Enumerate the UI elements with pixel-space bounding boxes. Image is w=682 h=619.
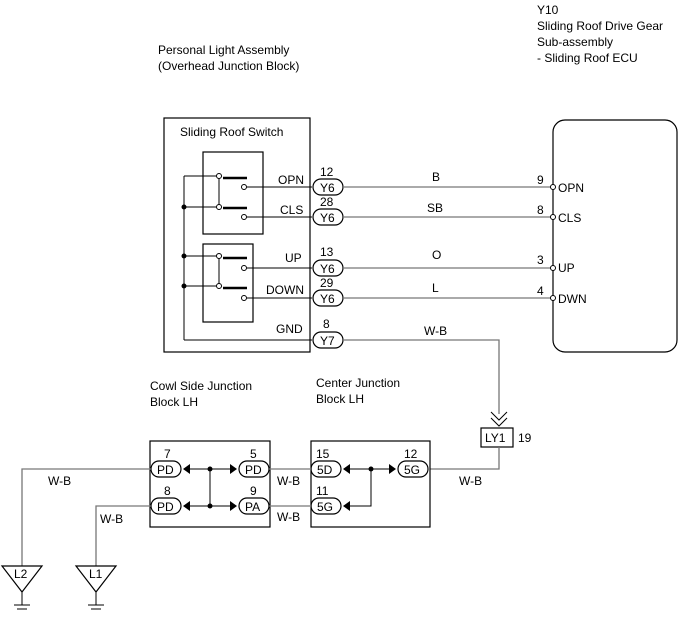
center-pin-15: 15 <box>316 447 330 461</box>
ecu-terminal-cls: CLS <box>558 211 581 225</box>
ecu-pin-up: 3 <box>537 253 544 267</box>
center-pin-11: 11 <box>316 484 329 498</box>
cowl-pin-7: 7 <box>164 447 171 461</box>
connector-opn: Y6 <box>320 181 335 195</box>
splice-chevron-1 <box>490 411 508 421</box>
terminal-cls: CLS <box>280 203 303 217</box>
ecu-pin-dot-opn <box>550 184 556 190</box>
wire-splice-center <box>430 447 500 470</box>
wire-color-l2: W-B <box>48 474 71 488</box>
center-block-label-1: Center Junction <box>316 376 400 390</box>
ecu-terminal-dwn: DWN <box>558 292 587 306</box>
cowl-pin-5: 5 <box>250 447 257 461</box>
cowl-junction-block <box>149 440 271 528</box>
terminal-opn: OPN <box>278 173 304 187</box>
pin-down: 29 <box>320 276 334 290</box>
cowl-connector-5: PD <box>245 463 262 477</box>
splice-connector: LY1 <box>485 431 506 445</box>
light-assembly-line2: (Overhead Junction Block) <box>158 59 299 73</box>
cowl-connector-9: PA <box>245 500 260 514</box>
wire-color-between-1: W-B <box>277 474 300 488</box>
center-pin-12: 12 <box>404 447 418 461</box>
center-internal-bus <box>343 464 396 511</box>
wire-color-down: L <box>432 281 439 295</box>
center-junction-block <box>310 440 431 528</box>
cowl-block-label-1: Cowl Side Junction <box>150 379 252 393</box>
ecu-box <box>552 119 678 353</box>
splice-chevron-2 <box>490 417 508 427</box>
switch-inner-bottom <box>202 243 254 323</box>
ground-symbol-l2 <box>0 565 44 610</box>
wire-gnd <box>343 339 500 414</box>
center-connector-12: 5G <box>404 463 420 477</box>
center-connector-15: 5D <box>317 463 333 477</box>
ecu-terminal-up: UP <box>558 261 575 275</box>
center-pill-12 <box>397 460 429 478</box>
switch-contacts <box>181 173 312 341</box>
wire-color-splice: W-B <box>459 474 482 488</box>
ecu-name-line2: Sub-assembly <box>537 35 613 49</box>
connector-cls: Y6 <box>320 211 335 225</box>
center-block-label-2: Block LH <box>316 392 364 406</box>
ecu-pin-opn: 9 <box>537 173 544 187</box>
wire-color-l1: W-B <box>100 512 123 526</box>
terminal-up: UP <box>285 251 302 265</box>
ground-label-l2: L2 <box>14 567 28 581</box>
cowl-internal-bus <box>183 464 237 511</box>
wire-color-opn: B <box>432 170 440 184</box>
connector-up: Y6 <box>320 262 335 276</box>
cowl-pin-8: 8 <box>164 484 171 498</box>
ecu-name-line1: Sliding Roof Drive Gear <box>537 19 663 33</box>
cowl-connector-8: PD <box>157 500 174 514</box>
ground-label-l1: L1 <box>89 567 103 581</box>
terminal-down: DOWN <box>266 283 304 297</box>
wire-color-cls: SB <box>427 201 443 215</box>
wire-to-l1 <box>95 505 151 566</box>
ecu-pin-dot-dwn <box>550 295 556 301</box>
connector-down: Y6 <box>320 292 335 306</box>
terminal-gnd: GND <box>276 322 303 336</box>
ground-symbol-l1 <box>74 565 118 610</box>
ecu-pin-dwn: 4 <box>537 284 544 298</box>
wire-to-l2 <box>21 468 151 566</box>
cowl-connector-7: PD <box>157 463 174 477</box>
ecu-pin-cls: 8 <box>537 203 544 217</box>
connector-gnd: Y7 <box>320 334 335 348</box>
ecu-name-line3: - Sliding Roof ECU <box>537 51 638 65</box>
light-assembly-line1: Personal Light Assembly <box>158 43 289 57</box>
ecu-pin-dot-up <box>550 265 556 271</box>
pin-opn: 12 <box>320 165 334 179</box>
wire-color-up: O <box>432 248 441 262</box>
ecu-code: Y10 <box>537 3 559 17</box>
ecu-terminal-opn: OPN <box>558 181 584 195</box>
cowl-pin-9: 9 <box>250 484 257 498</box>
splice-pin: 19 <box>518 431 532 445</box>
switch-box <box>163 117 311 353</box>
wire-color-between-2: W-B <box>277 510 300 524</box>
wire-color-gnd: W-B <box>424 324 447 338</box>
switch-inner-top <box>202 151 264 235</box>
switch-label: Sliding Roof Switch <box>180 125 283 139</box>
splice-box <box>480 427 514 448</box>
pin-cls: 28 <box>320 195 334 209</box>
cowl-block-label-2: Block LH <box>150 395 198 409</box>
center-connector-11: 5G <box>317 500 333 514</box>
ecu-pin-dot-cls <box>550 214 556 220</box>
pin-up: 13 <box>320 245 334 259</box>
pin-gnd: 8 <box>323 317 330 331</box>
